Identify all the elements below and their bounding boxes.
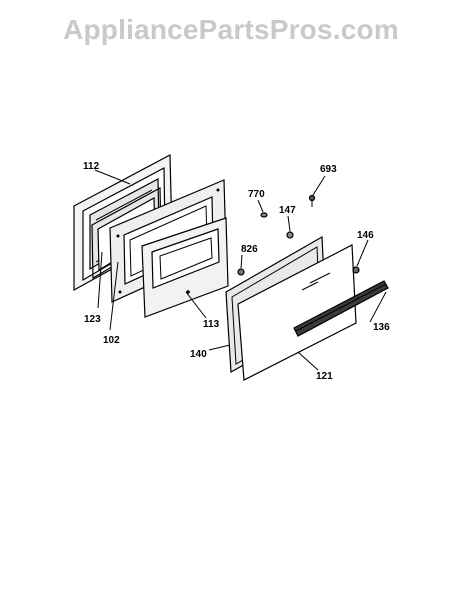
label-102: 102 [103,335,120,346]
label-140: 140 [190,349,207,360]
part-826-screw [237,268,245,276]
watermark-text: AppliancePartsPros.com [63,14,399,45]
label-136: 136 [373,322,390,333]
part-770-clip [260,212,268,218]
part-121-outer-panel [237,244,357,381]
part-113-window-pack [141,217,229,318]
part-147-spacer [286,231,294,239]
label-112: 112 [83,161,100,172]
part-136-door-handle [293,280,389,337]
label-123: 123 [84,314,101,325]
label-121: 121 [316,371,333,382]
part-146-handle-screw [352,266,360,274]
label-113: 113 [203,319,220,330]
label-826: 826 [241,244,258,255]
label-146: 146 [357,230,374,241]
label-147: 147 [279,205,296,216]
leader-lines [94,169,387,371]
part-693-screw [308,194,316,207]
label-770: 770 [248,189,265,200]
label-693: 693 [320,164,337,175]
